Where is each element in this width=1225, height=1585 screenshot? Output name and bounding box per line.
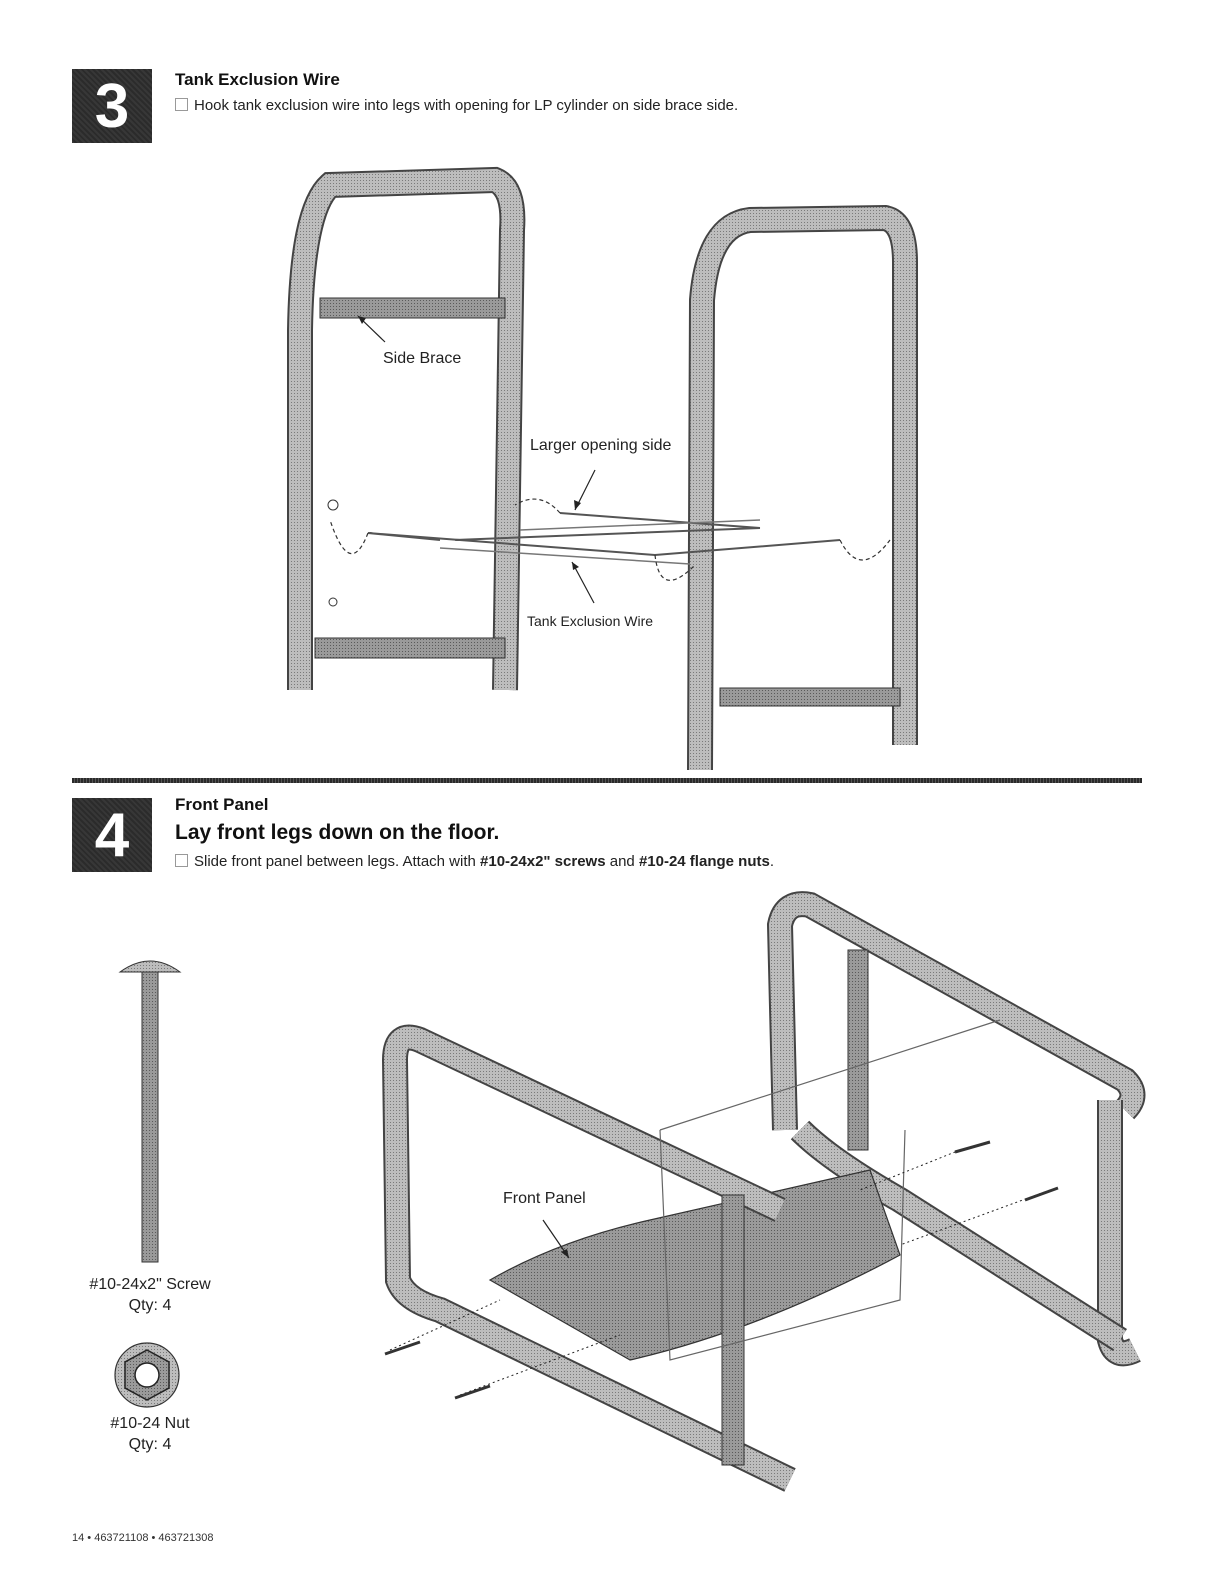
nut-qty: Qty: 4 [128,1436,172,1453]
nut-part-label: #10-24 Nut Qty: 4 [70,1413,230,1455]
nuts-ref: #10-24 flange nuts [638,853,770,870]
step-3-badge: 3 [72,69,152,143]
section-divider [72,778,1142,783]
larger-opening-label: Larger opening side [530,437,672,454]
checkbox-icon[interactable] [175,98,188,111]
step-4-number: 4 [94,800,130,870]
screws-ref: #10-24x2" screws [480,853,606,870]
step-4-badge: 4 [72,798,152,872]
front-panel-label: Front Panel [503,1190,586,1207]
screw-icon [118,960,182,1263]
step-3-number: 3 [94,71,130,141]
screw-name: #10-24x2" Screw [89,1276,211,1293]
nut-name: #10-24 Nut [110,1415,190,1432]
screw-part-label: #10-24x2" Screw Qty: 4 [70,1274,230,1316]
step-3-title: Tank Exclusion Wire [175,70,340,89]
nut-icon [114,1342,180,1408]
step-3-instruction: Hook tank exclusion wire into legs with … [175,97,738,114]
step-3-illustration [287,166,918,771]
side-brace-label: Side Brace [383,350,462,367]
checkbox-icon[interactable] [175,854,188,867]
tank-wire-label: Tank Exclusion Wire [527,613,654,629]
screw-qty: Qty: 4 [128,1297,172,1314]
step-4-title: Front Panel [175,795,269,814]
step-4-heading: Lay front legs down on the floor. [175,821,500,844]
page-footer: 14 • 463721108 • 463721308 [72,1532,214,1544]
step-4-instruction: Slide front panel between legs. Attach w… [175,853,774,870]
